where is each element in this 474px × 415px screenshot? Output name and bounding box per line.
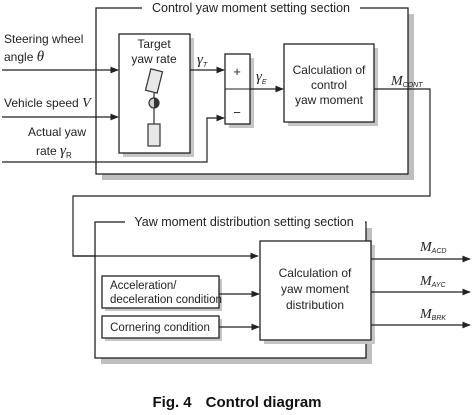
calc-control-line3: yaw moment xyxy=(295,93,364,107)
bottom-section-title: Yaw moment distribution setting section xyxy=(134,215,353,229)
accel-block-line1: Acceleration/ xyxy=(110,280,177,292)
output-brk-label: MBRK xyxy=(419,307,446,322)
calc-control-block xyxy=(283,43,375,123)
figure-number: Fig. 4 xyxy=(152,394,192,411)
actual-label-line2: rate γR xyxy=(36,143,72,160)
calc-dist-line2: yaw moment xyxy=(281,282,350,296)
steering-label-line1: Steering wheel xyxy=(4,32,83,46)
vehicle-model-icon xyxy=(144,68,164,147)
output-acd-label: MACD xyxy=(419,240,446,255)
gamma-e-label: γE xyxy=(256,69,267,86)
calc-dist-line1: Calculation of xyxy=(279,266,352,280)
top-section-title: Control yaw moment setting section xyxy=(152,1,350,15)
actual-yaw-rate-path xyxy=(2,114,225,163)
summing-plus: + xyxy=(233,64,241,79)
calc-control-line2: control xyxy=(311,78,347,92)
figure-caption: Fig. 4 Control diagram xyxy=(0,394,474,411)
output-ayc-label: MAYC xyxy=(419,274,446,289)
steering-label-line2: angle θ xyxy=(4,49,45,65)
summing-minus: − xyxy=(233,105,241,120)
bottom-section-title-bg xyxy=(125,214,365,229)
target-block-line2: yaw rate xyxy=(131,52,177,66)
calc-dist-block xyxy=(259,240,372,341)
calc-dist-line3: distribution xyxy=(286,298,344,312)
accel-block-line2: deceleration condition xyxy=(110,294,222,306)
gamma-t-label: γT xyxy=(197,52,208,69)
actual-label-line1: Actual yaw xyxy=(28,125,86,139)
top-section-title-bg xyxy=(142,1,360,15)
accel-block xyxy=(101,275,220,309)
m-cont-label: MCONT xyxy=(390,74,423,89)
cornering-block-label: Cornering condition xyxy=(110,322,210,334)
calc-control-line1: Calculation of xyxy=(293,63,366,77)
target-block-line1: Target xyxy=(137,37,171,51)
speed-label: Vehicle speed V xyxy=(4,96,92,111)
figure-title: Control diagram xyxy=(205,394,322,411)
